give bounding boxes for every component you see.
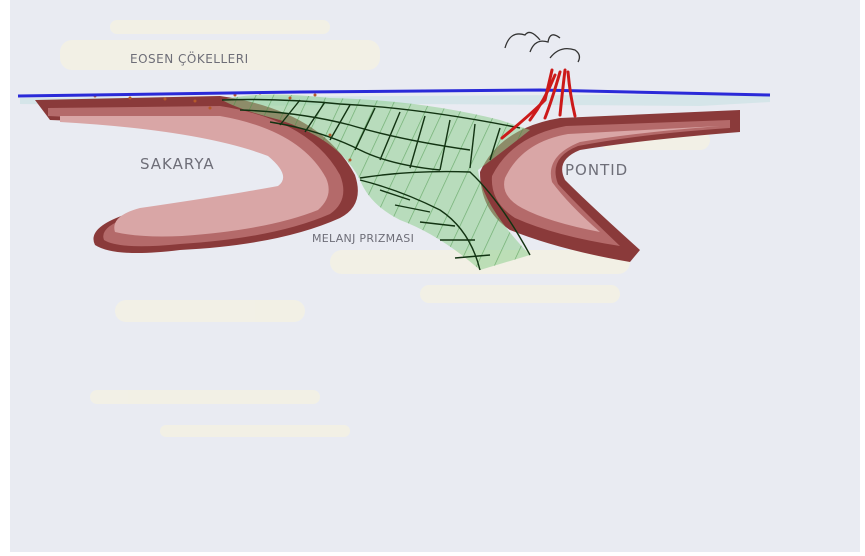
melanj-prism-label: MELANJ PRIZMASI xyxy=(312,232,414,245)
eosen-sediments-label: EOSEN ÇÖKELLERI xyxy=(130,52,249,66)
sakarya-label: SAKARYA xyxy=(140,155,215,173)
pontid-label: PONTID xyxy=(565,161,628,179)
volcano-smoke xyxy=(505,32,579,62)
